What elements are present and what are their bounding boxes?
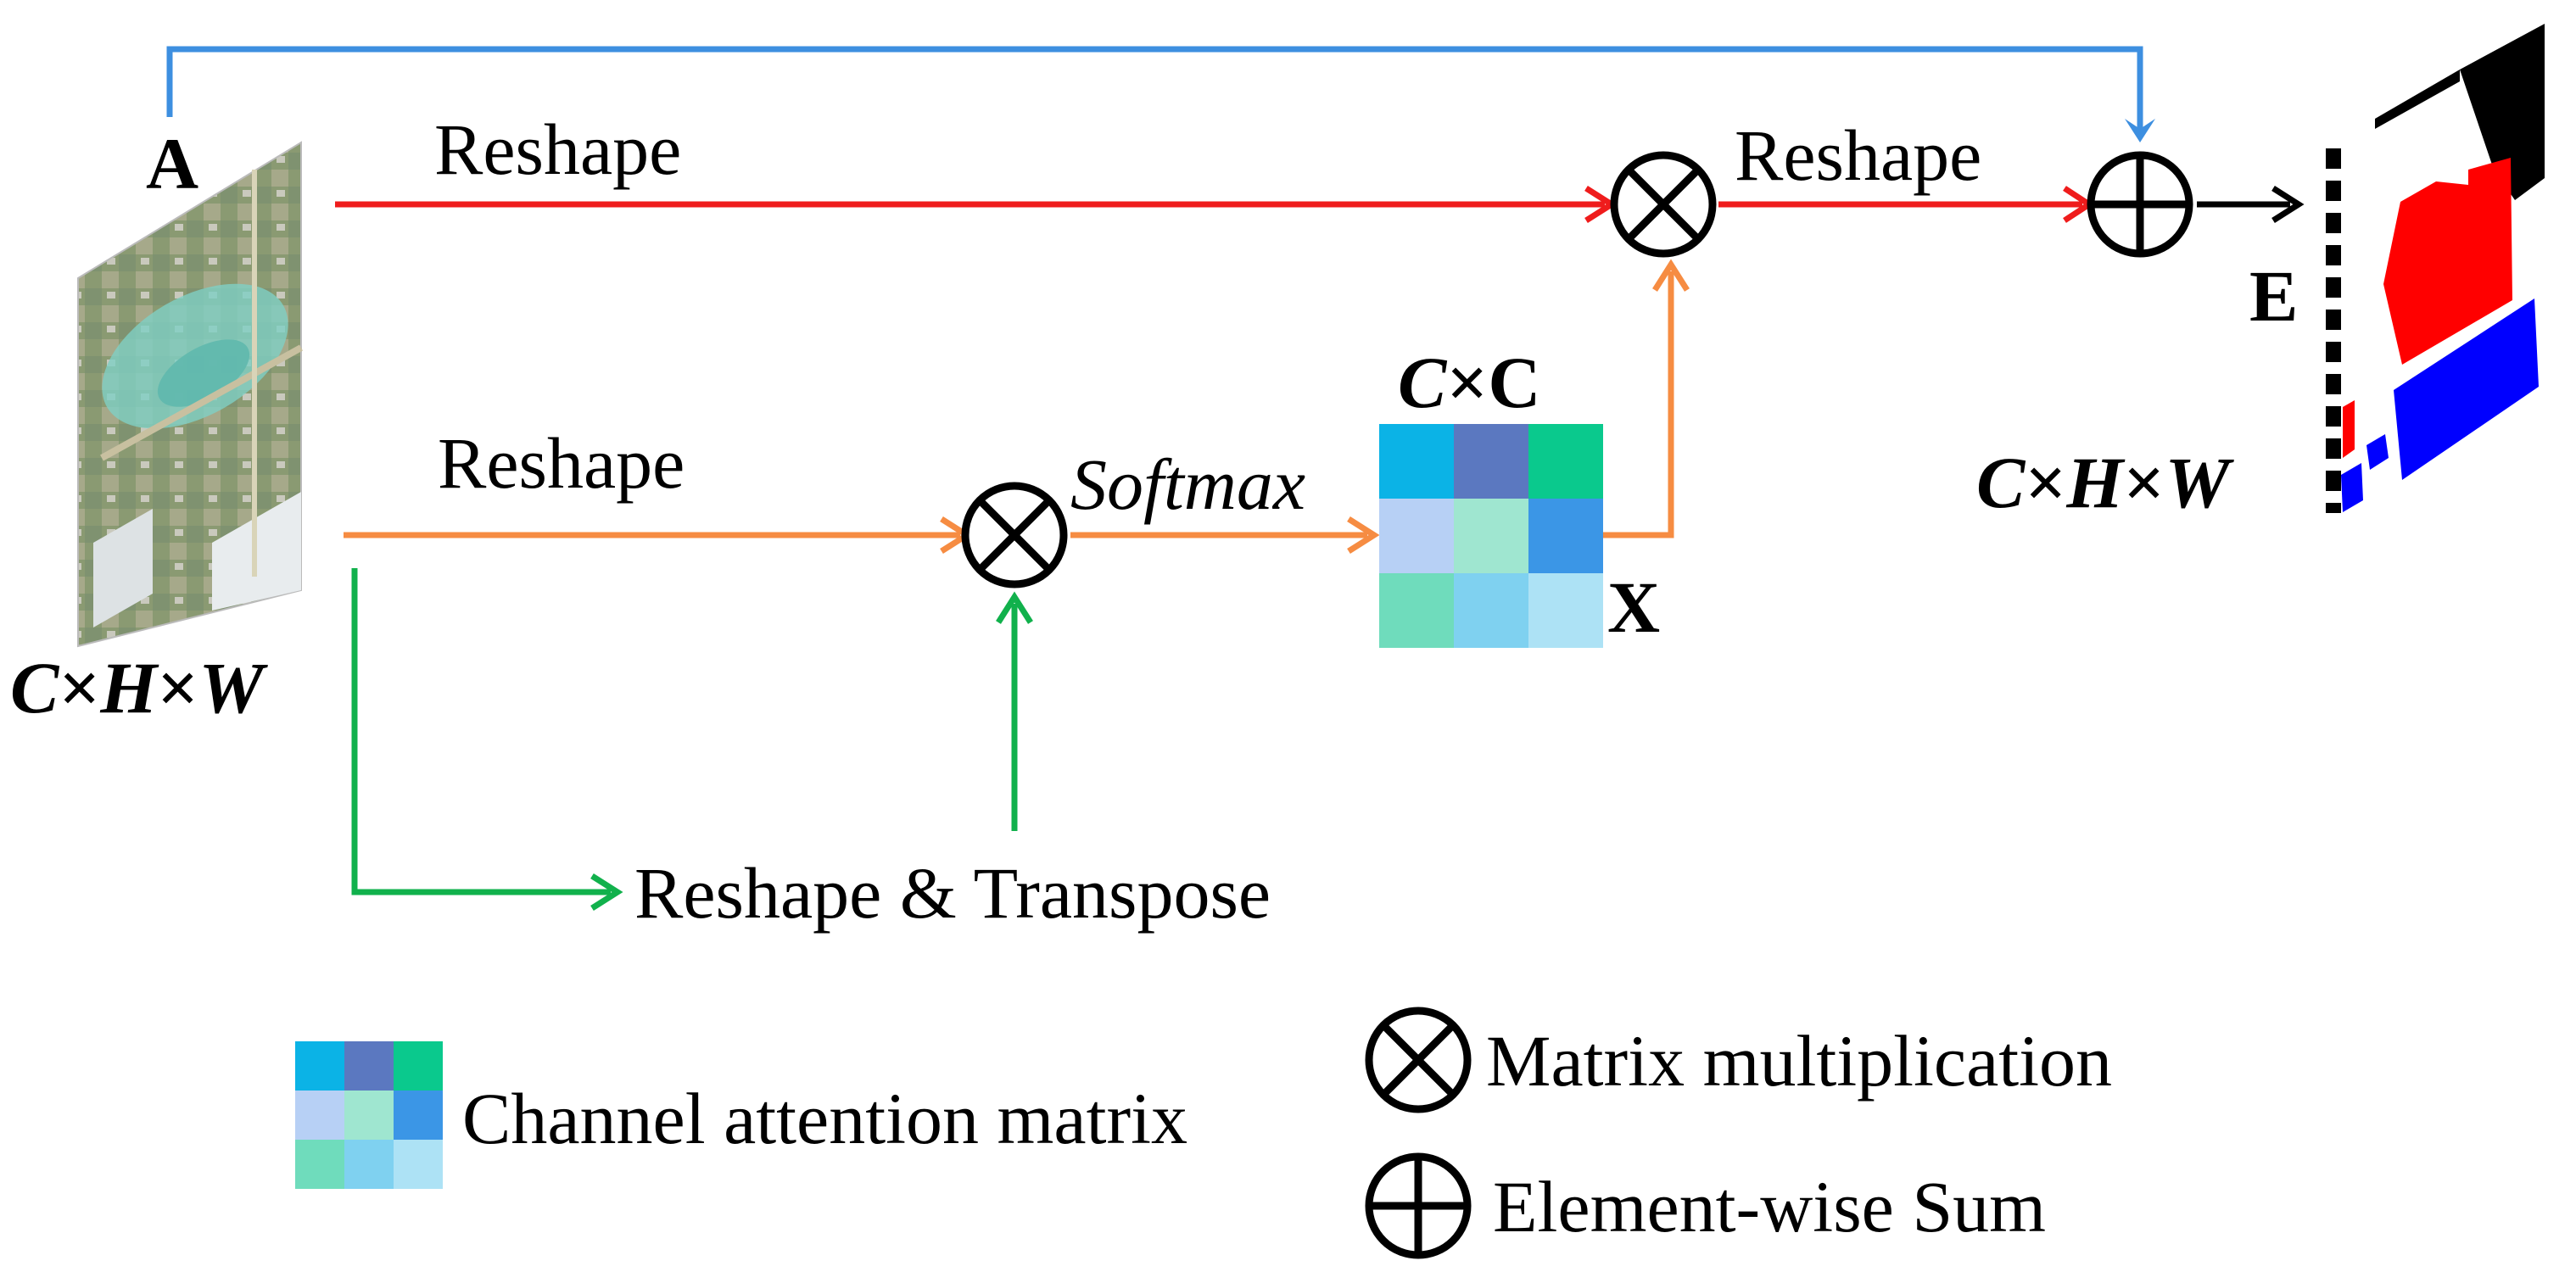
attention-matrix-cell <box>1379 573 1454 648</box>
legend-matrix-cell <box>344 1140 394 1189</box>
softmax-label: Softmax <box>1070 443 1305 525</box>
transpose-arrow <box>351 568 623 911</box>
attention-matrix-cell <box>1528 573 1603 648</box>
legend-matrix-cell <box>394 1041 443 1091</box>
input-dims-label: C×H×W <box>10 647 268 728</box>
matrix-dims-label: C×C <box>1398 342 1541 423</box>
output-label: E <box>2249 255 2298 337</box>
legend-sum-icon <box>1365 1152 1472 1259</box>
multiply-operator-mid <box>961 482 1068 589</box>
legend-matrix-cell <box>394 1140 443 1189</box>
legend-multiply-label: Matrix multiplication <box>1486 1020 2112 1102</box>
legend-matrix-cell <box>344 1041 394 1091</box>
attention-to-multiply-arrow <box>1601 259 1690 538</box>
attention-matrix <box>1379 424 1603 648</box>
transpose-to-multiply-arrow <box>996 591 1033 831</box>
legend-multiply-icon <box>1365 1007 1472 1113</box>
attention-matrix-cell <box>1379 499 1454 573</box>
after-mult-reshape-label: Reshape <box>1735 114 1981 196</box>
legend-matrix-cell <box>295 1091 344 1140</box>
mid-reshape-label: Reshape <box>438 422 685 504</box>
red-reshape-arrow <box>335 186 1618 223</box>
attention-matrix-cell <box>1528 499 1603 573</box>
legend-matrix-cell <box>295 1140 344 1189</box>
attention-matrix-cell <box>1454 424 1528 499</box>
sum-operator <box>2087 151 2193 258</box>
top-reshape-label: Reshape <box>434 109 681 190</box>
output-segmentation-map <box>2326 24 2545 513</box>
softmax-arrow <box>1070 516 1380 554</box>
legend-matrix-label: Channel attention matrix <box>462 1078 1187 1159</box>
orange-reshape-arrow <box>344 516 973 554</box>
output-dims-label: C×H×W <box>1976 442 2234 523</box>
output-arrow <box>2197 186 2305 223</box>
attention-matrix-cell <box>1379 424 1454 499</box>
skip-connection-arrowhead <box>2125 119 2155 142</box>
attention-matrix-cell <box>1454 573 1528 648</box>
legend-matrix-cell <box>394 1091 443 1140</box>
multiply-operator-top <box>1610 151 1717 258</box>
attention-matrix-cell <box>1528 424 1603 499</box>
legend-matrix-icon <box>295 1041 443 1189</box>
legend-matrix-cell <box>344 1091 394 1140</box>
attention-matrix-cell <box>1454 499 1528 573</box>
input-feature-map <box>77 141 303 648</box>
transpose-label: Reshape & Transpose <box>634 852 1271 934</box>
skip-connection-arrow <box>166 46 2143 136</box>
legend-sum-label: Element-wise Sum <box>1493 1166 2046 1247</box>
input-label: A <box>146 123 198 204</box>
attention-matrix-label: X <box>1607 566 1660 648</box>
legend-matrix-cell <box>295 1041 344 1091</box>
